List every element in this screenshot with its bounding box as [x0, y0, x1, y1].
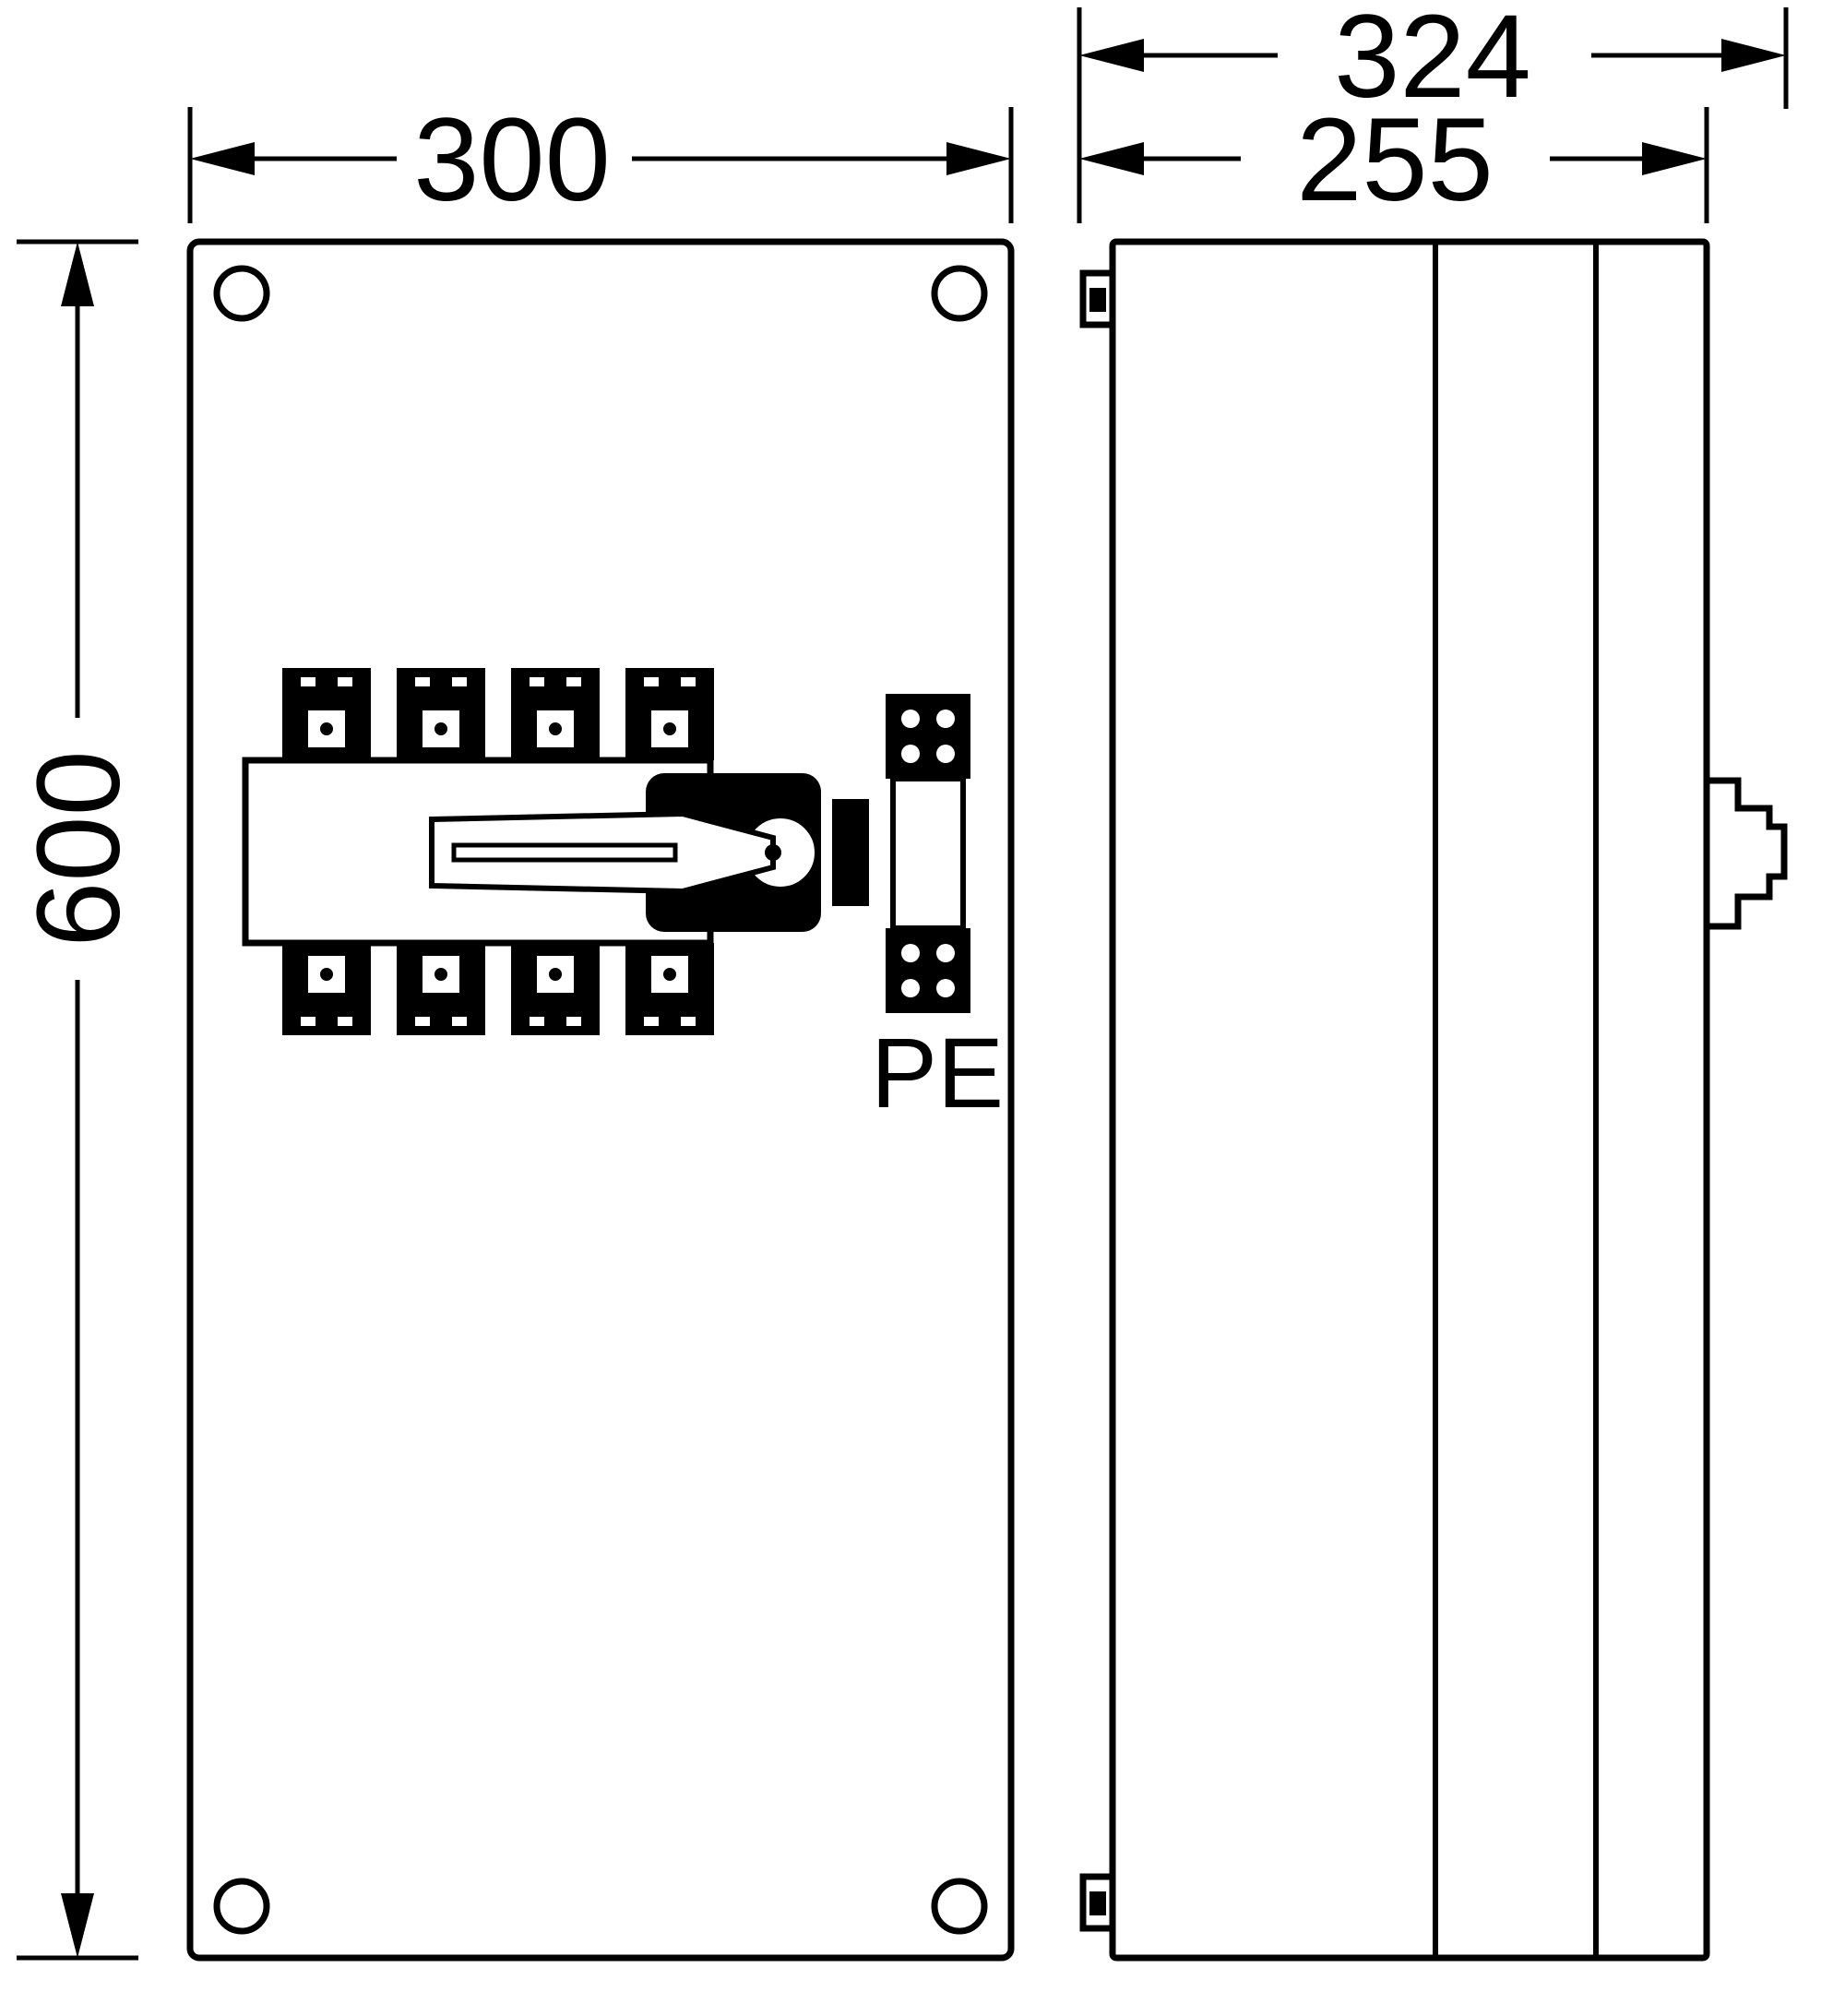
handle-slot: [451, 842, 678, 863]
terminal-block-bottom-4: [625, 943, 714, 1035]
arrowhead-down-icon: [61, 1893, 94, 1958]
terminal-block-top-1: [282, 668, 371, 760]
dimension-side-enclosure-depth: 255: [1079, 94, 1709, 226]
side-view: [1079, 238, 1788, 1962]
corner-screw-bottom-left: [213, 1878, 270, 1935]
arrowhead-up-icon: [61, 242, 94, 306]
corner-screw-top-left: [213, 265, 270, 322]
corner-screw-bottom-right: [931, 1878, 988, 1935]
arrowhead-left-icon: [1079, 39, 1144, 72]
dim-600-label: 600: [13, 750, 145, 948]
terminal-block-bottom-3: [511, 943, 600, 1035]
switch-disconnector: [242, 668, 869, 1035]
dimension-front-width: 300: [187, 94, 1014, 226]
hinge-top: [1079, 269, 1116, 328]
terminal-block-top-2: [397, 668, 485, 760]
arrowhead-right-icon: [946, 142, 1011, 175]
arrowhead-right-icon: [1721, 39, 1786, 72]
arrowhead-left-icon: [1079, 142, 1144, 175]
switch-handle: [429, 810, 781, 895]
dimension-front-height: 600: [13, 239, 145, 1961]
pe-terminal-top: [886, 694, 970, 779]
pe-terminal-bottom: [886, 928, 970, 1013]
terminal-block-top-4: [625, 668, 714, 760]
arrowhead-right-icon: [1642, 142, 1707, 175]
hinge-bottom: [1079, 1873, 1116, 1932]
terminal-block-bottom-1: [282, 943, 371, 1035]
corner-screw-top-right: [931, 265, 988, 322]
arrowhead-left-icon: [190, 142, 255, 175]
side-outline: [1109, 238, 1710, 1962]
dim-255-label: 255: [1296, 94, 1494, 226]
pe-label: PE: [871, 1017, 1004, 1128]
pe-terminal-rail: [890, 776, 966, 931]
terminal-block-bottom-2: [397, 943, 485, 1035]
front-view: PE: [186, 238, 1015, 1962]
terminal-block-top-3: [511, 668, 600, 760]
dim-324-label: 324: [1334, 0, 1531, 123]
dimension-side-total-depth: 324: [1077, 0, 1789, 223]
enclosure-outline: [186, 238, 1015, 1962]
wall-mount-flange: [1703, 777, 1788, 930]
dim-300-label: 300: [413, 94, 611, 226]
pe-terminal: [886, 694, 970, 1013]
handle-pivot: [765, 844, 781, 861]
mechanism-side-bar: [832, 799, 869, 906]
